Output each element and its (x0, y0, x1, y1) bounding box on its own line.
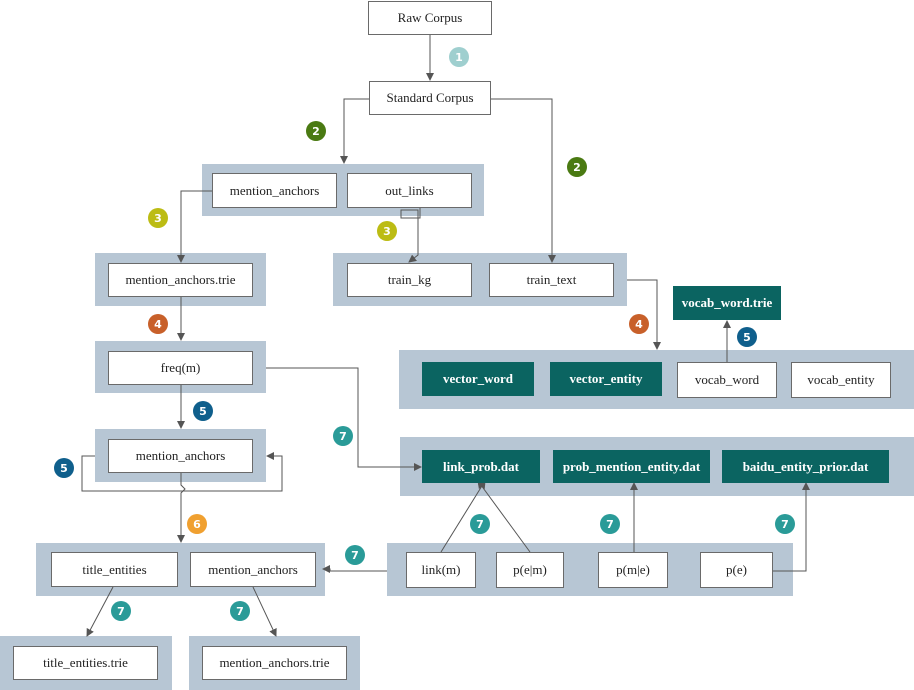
node-mention-anchors-mid: mention_anchors (108, 439, 253, 473)
step-badge: 7 (333, 426, 353, 446)
node-prob-mention-entity-dat: prob_mention_entity.dat (553, 450, 710, 483)
step-badge: 7 (111, 601, 131, 621)
node-link-prob-dat: link_prob.dat (422, 450, 540, 483)
node-raw-corpus: Raw Corpus (368, 1, 492, 35)
step-badge: 4 (148, 314, 168, 334)
step-badge: 6 (187, 514, 207, 534)
node-vocab-word-trie: vocab_word.trie (673, 286, 781, 320)
step-badge: 5 (193, 401, 213, 421)
node-mention-anchors-top: mention_anchors (212, 173, 337, 208)
node-mention-anchors-trie-1: mention_anchors.trie (108, 263, 253, 297)
arrow-freq-to-link-prob (266, 367, 422, 471)
node-baidu-entity-prior-dat: baidu_entity_prior.dat (722, 450, 889, 483)
step-badge: 3 (377, 221, 397, 241)
node-train-kg: train_kg (347, 263, 472, 297)
step-badge: 2 (567, 157, 587, 177)
step-badge: 7 (600, 514, 620, 534)
arrow-mention-to-title-group (177, 473, 186, 543)
node-vocab-entity: vocab_entity (791, 362, 891, 398)
step-badge: 7 (470, 514, 490, 534)
arrow-outlinks-to-train-kg (400, 202, 421, 263)
node-vector-word: vector_word (422, 362, 534, 396)
arrow-pe-to-baidu (773, 482, 810, 572)
node-mention-anchors-bottom: mention_anchors (190, 552, 316, 587)
arrow-train-text-to-vectors (627, 279, 661, 350)
arrow-link-to-link-prob (440, 480, 486, 553)
arrow-pem-to-link-prob (477, 480, 531, 553)
step-badge: 2 (306, 121, 326, 141)
node-freq-m: freq(m) (108, 351, 253, 385)
node-link-m: link(m) (406, 552, 476, 588)
arrow-mention-loop (81, 452, 283, 492)
arrow-standard-to-anchors (340, 98, 369, 164)
node-train-text: train_text (489, 263, 614, 297)
node-title-entities: title_entities (51, 552, 178, 587)
node-standard-corpus: Standard Corpus (369, 81, 491, 115)
step-badge: 7 (230, 601, 250, 621)
step-badge: 7 (345, 545, 365, 565)
step-badge: 4 (629, 314, 649, 334)
step-badge: 5 (54, 458, 74, 478)
step-badge: 7 (775, 514, 795, 534)
node-mention-anchors-trie-2: mention_anchors.trie (202, 646, 347, 680)
node-p-e: p(e) (700, 552, 773, 588)
node-out-links: out_links (347, 173, 472, 208)
step-badge: 3 (148, 208, 168, 228)
arrow-standard-to-train-text (491, 98, 556, 263)
node-p-e-m: p(e|m) (496, 552, 564, 588)
step-badge: 1 (449, 47, 469, 67)
arrow-title-to-title-trie (86, 586, 114, 637)
node-p-m-e: p(m|e) (598, 552, 668, 588)
step-badge: 5 (737, 327, 757, 347)
arrow-mention-to-mention-trie (252, 586, 277, 637)
node-vocab-word: vocab_word (677, 362, 777, 398)
node-title-entities-trie: title_entities.trie (13, 646, 158, 680)
node-vector-entity: vector_entity (550, 362, 662, 396)
arrow-link-to-mention-anchors (322, 565, 387, 573)
arrow-anchors-to-trie (177, 190, 212, 263)
